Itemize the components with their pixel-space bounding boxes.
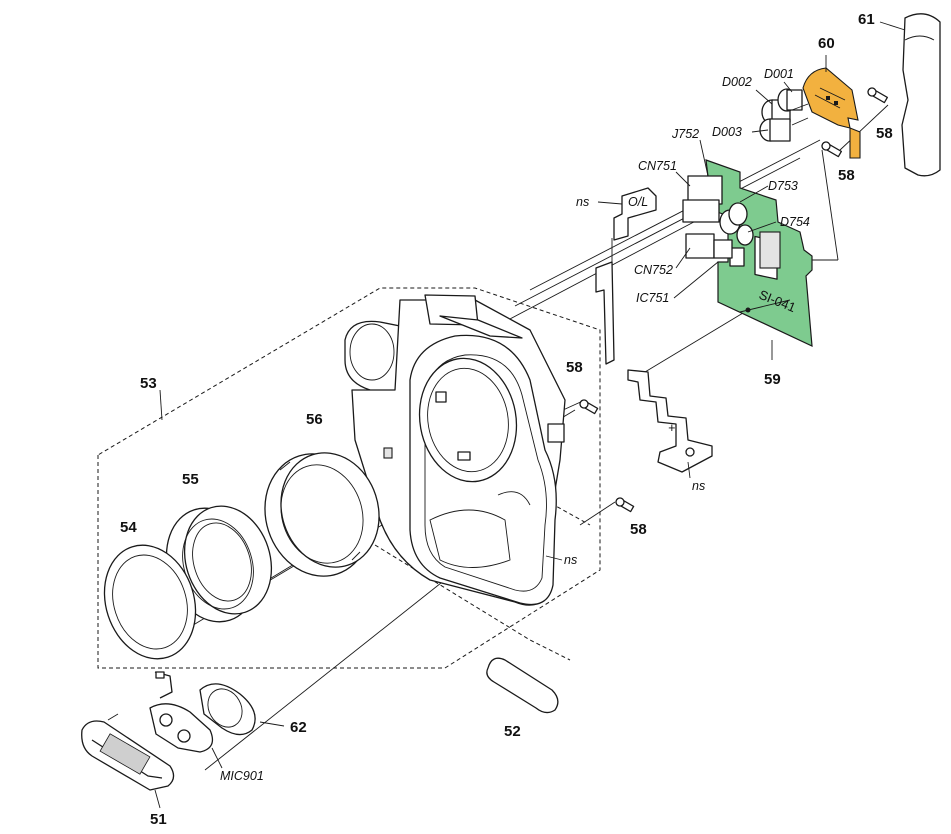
front-cabinet-part: [344, 294, 566, 606]
screw-icon: [821, 141, 843, 158]
ref-d003: D003: [712, 125, 742, 139]
board-connectors: [682, 175, 754, 259]
svg-text:O/L: O/L: [628, 195, 648, 209]
ref-j752: J752: [671, 127, 699, 141]
part-number-58: 58: [630, 521, 647, 538]
svg-text:+: +: [668, 421, 675, 435]
leader-lines: [154, 21, 906, 809]
flexible-board-shape: [802, 67, 861, 159]
ref-cn751: CN751: [638, 159, 677, 173]
part-number-59: 59: [764, 371, 781, 388]
ref-d753: D753: [768, 179, 798, 193]
part-number-51: 51: [150, 811, 167, 828]
microphone-assembly: [81, 671, 256, 791]
lens-barrel-part: [264, 452, 380, 577]
ref-d001: D001: [764, 67, 794, 81]
screw-icon: [579, 399, 599, 415]
part-number-58: 58: [566, 359, 583, 376]
led-group: [759, 88, 809, 142]
part-number-labels: 61 60 58 58 58 58 59 53 56 55 54 62 52 5…: [120, 11, 893, 828]
part-number-55: 55: [182, 471, 199, 488]
screw-parts: [579, 87, 889, 513]
ref-mic901: MIC901: [220, 769, 264, 783]
screw-icon: [615, 497, 635, 513]
part-number-56: 56: [306, 411, 323, 428]
not-supplied-label: ns: [564, 553, 577, 567]
part-number-60: 60: [818, 35, 835, 52]
part-number-58: 58: [838, 167, 855, 184]
part-number-61: 61: [858, 11, 875, 28]
part-number-62: 62: [290, 719, 307, 736]
ref-cn752: CN752: [634, 263, 673, 277]
part-number-53: 53: [140, 375, 157, 392]
part-number-52: 52: [504, 723, 521, 740]
reference-designator-labels: D002 D001 D003 J752 CN751 D753 D754 CN75…: [220, 67, 810, 783]
small-cover-part: [486, 657, 559, 714]
ref-ic751: IC751: [636, 291, 669, 305]
part-number-58: 58: [876, 125, 893, 142]
flexible-board-part: [802, 67, 861, 159]
side-cover-part: [901, 13, 941, 177]
ref-d002: D002: [722, 75, 752, 89]
screw-icon: [867, 87, 889, 104]
mic-grille: [99, 733, 151, 775]
not-supplied-label: ns: [692, 479, 705, 493]
not-supplied-label: ns: [576, 195, 589, 209]
front-ring-part: [103, 544, 197, 660]
lower-bracket-part: +: [627, 369, 713, 473]
top-bracket-part: O/L: [595, 187, 657, 365]
ref-d754: D754: [780, 215, 810, 229]
part-number-54: 54: [120, 519, 137, 536]
